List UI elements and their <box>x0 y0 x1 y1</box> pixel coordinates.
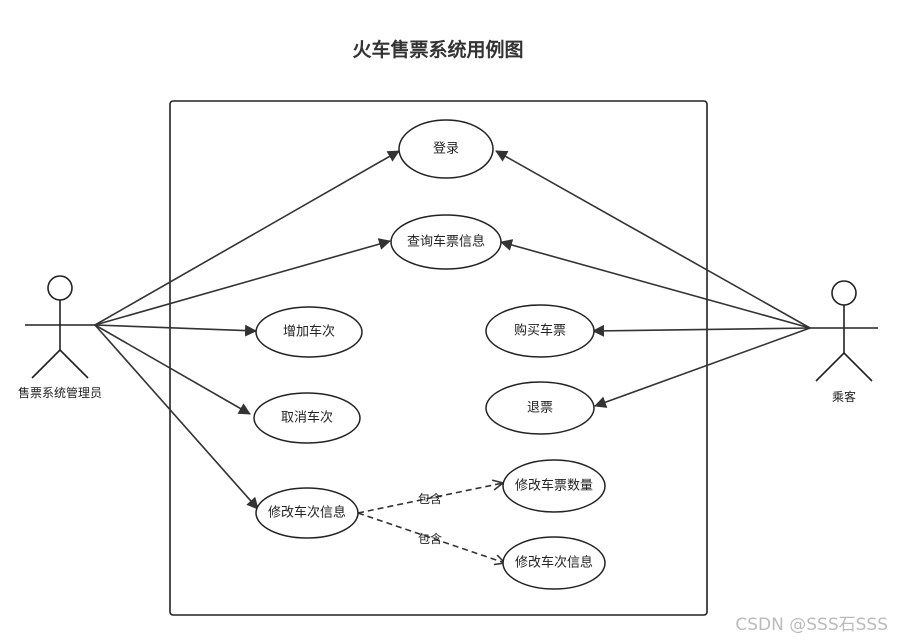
include-line-modify-train-info <box>357 512 505 563</box>
use-case-query-ticket-info[interactable]: 查询车票信息 <box>390 214 502 270</box>
association-lines <box>94 150 811 510</box>
association-passenger-query <box>500 239 811 329</box>
use-case-cancel-train[interactable]: 取消车次 <box>253 392 361 444</box>
actor-admin[interactable]: 售票系统管理员 <box>18 275 102 400</box>
use-case-label: 购买车票 <box>514 323 566 339</box>
association-admin-modify-train <box>94 324 259 510</box>
association-admin-login <box>94 150 400 326</box>
actor-label: 售票系统管理员 <box>18 385 102 400</box>
use-case-modify-train-info[interactable]: 修改车次信息 <box>502 536 606 590</box>
include-lines: 包含 包含 <box>357 483 505 563</box>
use-case-label: 查询车票信息 <box>407 234 485 250</box>
use-case-add-train[interactable]: 增加车次 <box>255 306 363 358</box>
use-case-refund[interactable]: 退票 <box>485 381 595 435</box>
use-case-modify-ticket-count[interactable]: 修改车票数量 <box>502 459 606 513</box>
use-case-label: 取消车次 <box>281 410 333 426</box>
association-admin-cancel-train <box>94 324 251 415</box>
actor-stick-figure-icon <box>810 280 878 382</box>
association-passenger-refund <box>594 327 811 408</box>
watermark: CSDN @SSS石SSS <box>735 615 888 635</box>
use-case-label: 增加车次 <box>283 324 335 340</box>
actor-stick-figure-icon <box>25 275 95 379</box>
actor-passenger[interactable]: 乘客 <box>810 280 878 404</box>
use-case-label: 退票 <box>527 401 553 416</box>
association-admin-query <box>94 238 391 326</box>
diagram-title: 火车售票系统用例图 <box>352 38 523 61</box>
use-case-login[interactable]: 登录 <box>398 119 494 179</box>
use-case-label: 修改车票数量 <box>515 478 593 494</box>
use-case-label: 修改车次信息 <box>268 505 346 521</box>
association-admin-add-train <box>94 324 257 337</box>
association-passenger-buy <box>592 324 811 337</box>
actor-label: 乘客 <box>832 389 856 404</box>
include-label-2: 包含 <box>418 531 442 546</box>
use-case-modify-train[interactable]: 修改车次信息 <box>255 487 359 539</box>
use-case-label: 登录 <box>433 142 459 157</box>
use-case-label: 修改车次信息 <box>515 555 593 571</box>
include-label-1: 包含 <box>418 491 442 506</box>
system-boundary <box>169 100 708 616</box>
use-case-buy-ticket[interactable]: 购买车票 <box>485 304 595 358</box>
include-line-modify-count <box>357 483 503 514</box>
association-passenger-login <box>495 150 811 329</box>
